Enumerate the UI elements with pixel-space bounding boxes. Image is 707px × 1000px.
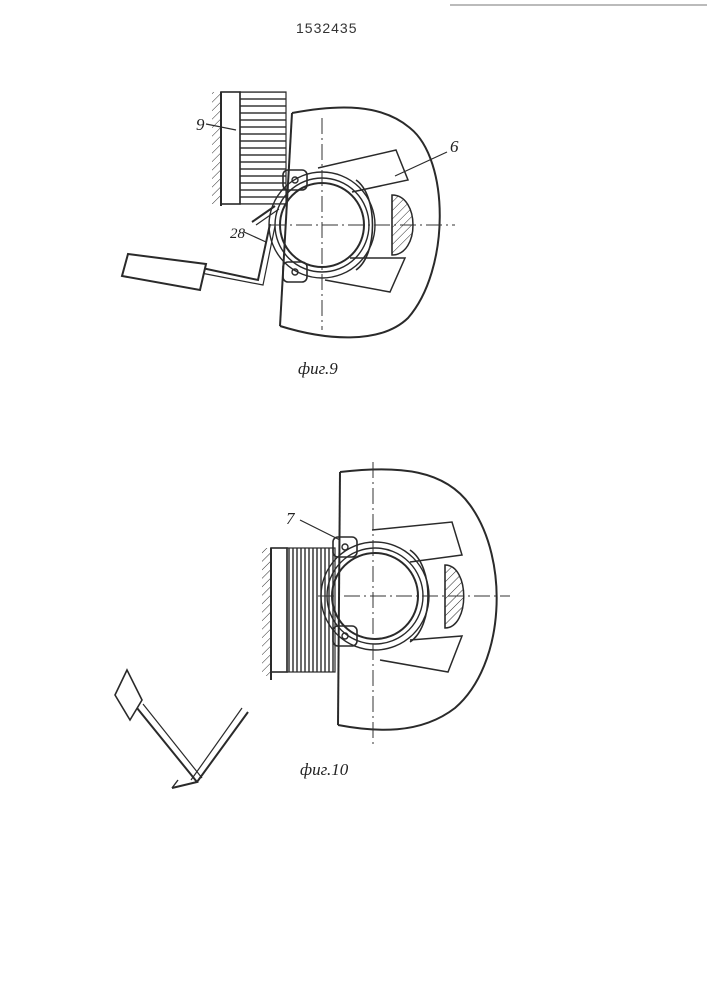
rod-fig10	[115, 670, 248, 788]
brush-9	[212, 92, 286, 206]
ring-assembly-fig10	[321, 537, 429, 650]
rod-28	[122, 206, 279, 290]
figure-caption: фиг.10	[300, 760, 349, 779]
label-brush: 9	[196, 115, 205, 134]
label-body: 6	[450, 137, 459, 156]
label-latch: 7	[286, 509, 296, 528]
figure-9: 9 6 28 фиг.9	[122, 92, 459, 378]
figure-10: 7 фиг.10	[115, 462, 510, 788]
label-rod: 28	[230, 226, 246, 242]
housing-6	[280, 107, 440, 337]
figure-caption: фиг.9	[298, 359, 338, 378]
